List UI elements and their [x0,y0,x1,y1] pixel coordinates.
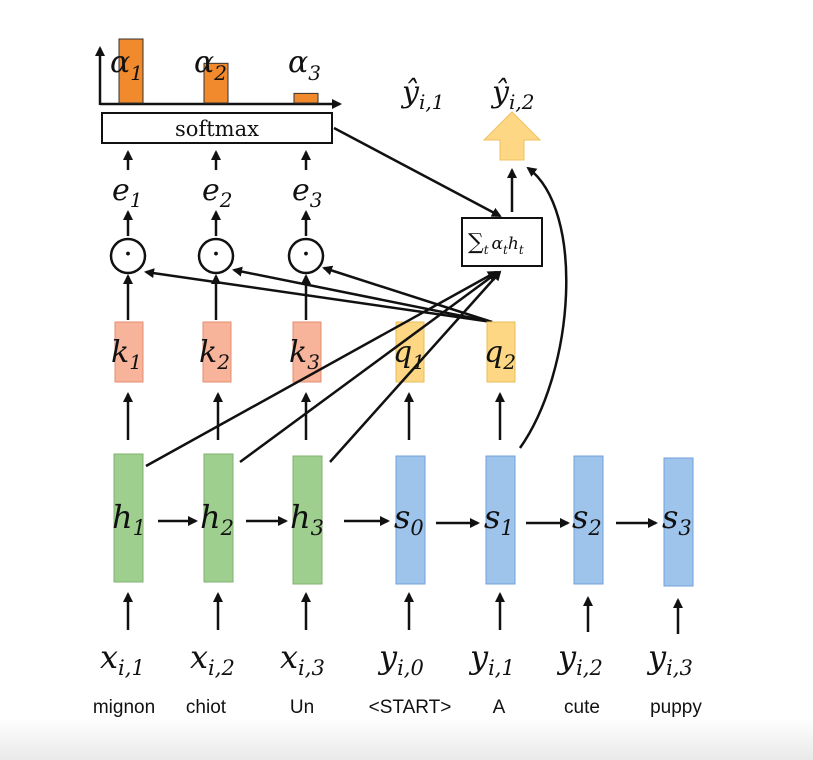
output-label-1: ŷi,1 [400,75,444,114]
svg-text:h1: h1 [112,498,146,540]
svg-text:·: · [301,237,311,272]
encoder-to-sum-arrows [145,270,502,468]
svg-text:·: · [211,237,221,272]
svg-text:k3: k3 [289,335,320,374]
svg-text:s3: s3 [662,498,692,540]
alpha-bar-2 [203,62,229,104]
svg-text:s0: s0 [394,498,424,540]
softmax-to-sum-arrow [333,126,502,218]
decoder-state-1: s1 [484,455,516,585]
key-boxes: k1 k2 k3 [111,321,322,383]
encoder-state-3: h3 [290,455,324,585]
energy-label-3: e3 [292,173,323,212]
input-words: mignon chiot Un <START> A cute puppy [93,697,703,718]
key-to-dot-arrows [123,274,311,320]
encoder-states: h1 h2 h3 [112,453,324,585]
input-symbol-2: xi,2 [190,638,235,680]
input-word-6: cute [564,697,600,718]
softmax-label: softmax [175,117,259,141]
svg-text:s1: s1 [484,498,514,540]
svg-text:h3: h3 [290,498,324,540]
svg-text:k1: k1 [111,335,142,374]
input-word-5: A [493,697,506,718]
decoder-to-output-curve [518,166,568,449]
alpha-bar-3 [293,92,319,104]
input-to-state-arrows [123,592,683,634]
key-box-2: k2 [199,321,232,383]
input-word-3: Un [290,697,314,718]
input-word-4: <START> [369,697,452,718]
energy-label-1: e1 [112,173,143,212]
decoder-state-2: s2 [572,455,604,585]
input-word-2: chiot [186,697,227,718]
encoder-state-1: h1 [112,453,146,583]
svg-text:h2: h2 [200,498,234,540]
query-box-2: q2 [484,321,516,383]
input-symbol-1: xi,1 [100,638,145,680]
input-word-7: puppy [650,697,702,718]
dot-product-node-3: · [287,237,325,275]
state-to-kq-arrows [123,392,505,440]
encoder-state-2: h2 [200,453,234,583]
dot-to-energy-arrows [123,210,311,236]
decoder-state-3: s3 [662,457,694,587]
input-symbol-5: yi,1 [468,638,515,680]
bottom-shade [0,718,813,760]
input-word-1: mignon [93,697,155,718]
svg-text:·: · [123,237,133,272]
input-symbol-7: yi,3 [646,638,693,680]
output-block-arrow [482,111,542,161]
alpha-label-1: α1 [110,45,143,85]
query-boxes: q1 q2 [393,321,516,383]
dot-product-node-1: · [109,237,147,275]
alpha-bar-1 [118,38,144,104]
energy-label-2: e2 [202,173,233,212]
alpha-bar-chart: α1 α2 α3 [95,38,342,109]
input-symbol-6: yi,2 [556,638,603,680]
input-symbols: xi,1 xi,2 xi,3 yi,0 yi,1 yi,2 yi,3 [100,638,693,680]
input-symbol-3: xi,3 [280,638,325,680]
output-label-2: ŷi,2 [490,75,534,114]
decoder-states: s0 s1 s2 s3 [394,455,694,587]
recurrence-arrows [158,516,658,528]
svg-text:q2: q2 [484,335,516,374]
input-symbol-4: yi,0 [377,638,424,680]
decoder-state-0: s0 [394,455,426,585]
alpha-label-3: α3 [288,45,321,85]
energy-to-softmax-arrows [123,150,311,170]
alpha-label-2: α2 [194,45,227,85]
dot-product-nodes: · · · [109,237,325,275]
svg-text:k2: k2 [199,335,230,374]
svg-text:s2: s2 [572,498,602,540]
dot-product-node-2: · [197,237,235,275]
softmax-box: softmax [101,112,333,144]
key-box-1: k1 [111,321,144,383]
